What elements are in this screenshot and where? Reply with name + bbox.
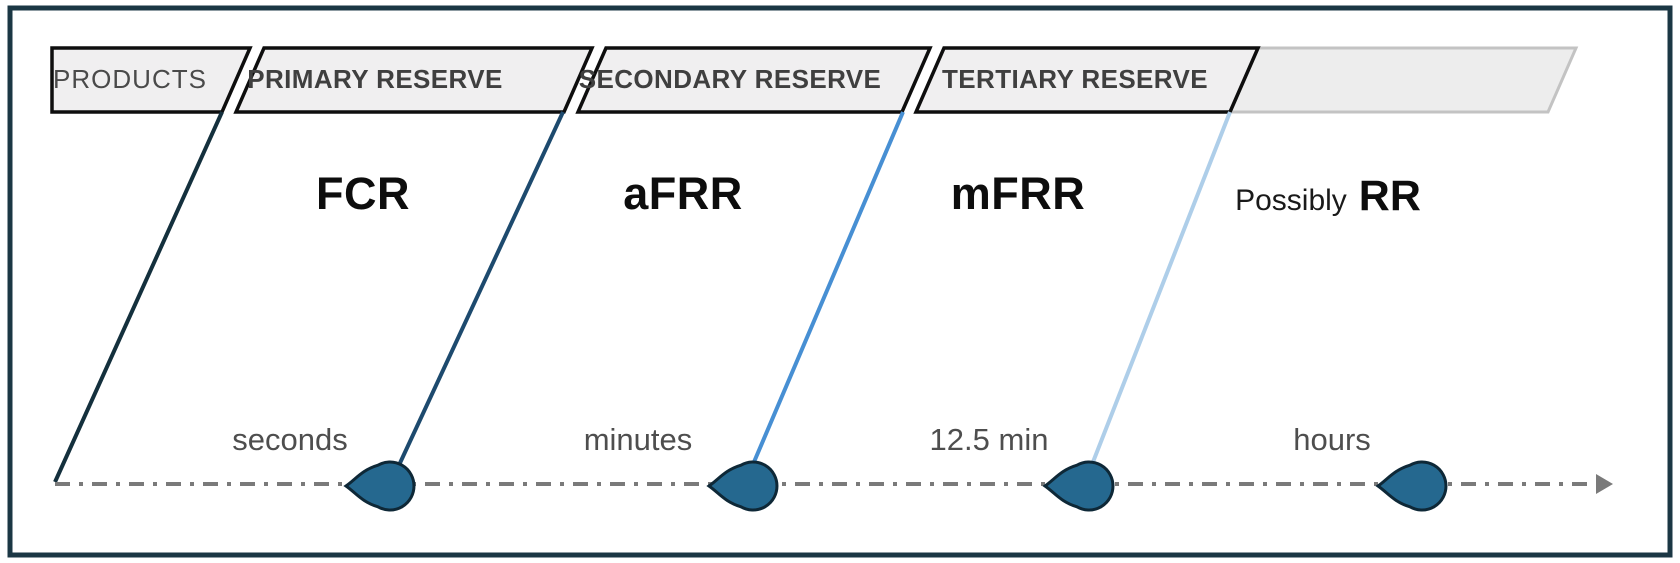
header-label-primary-reserve: PRIMARY RESERVE: [247, 64, 503, 94]
droplet-marker-hours-icon: [1375, 460, 1448, 512]
droplet-marker-seconds-icon: [343, 460, 416, 512]
droplet-marker-12-5-min-icon: [1042, 460, 1115, 512]
time-label-minutes: minutes: [583, 422, 693, 457]
header-tab-future-shape: [1227, 46, 1579, 114]
product-label-mfrr: mFRR: [950, 168, 1086, 219]
time-label-hours: hours: [1293, 422, 1371, 457]
product-label-possibly-rr: Possibly RR: [1235, 172, 1421, 221]
divider-line-afrr: [398, 111, 565, 464]
divider-line-rr: [1091, 111, 1232, 463]
product-label-fcr: FCR: [316, 168, 410, 219]
time-label-12-5-min: 12.5 min: [929, 422, 1049, 457]
header-label-tertiary-reserve: TERTIARY RESERVE: [942, 64, 1208, 94]
product-label-rr: RR: [1358, 172, 1421, 220]
droplet-marker-minutes-icon: [706, 460, 779, 512]
time-label-seconds: seconds: [232, 422, 348, 457]
divider-line-fcr: [53, 111, 224, 483]
timeline-arrowhead-icon: [1596, 474, 1613, 494]
header-label-secondary-reserve: SECONDARY RESERVE: [578, 64, 882, 94]
header-label-products: PRODUCTS: [53, 64, 207, 94]
divider-line-mfrr: [752, 111, 905, 463]
product-label-afrr: aFRR: [623, 168, 743, 219]
product-label-possibly-prefix: Possibly: [1235, 184, 1347, 217]
header-tab-primary-shape: [233, 46, 595, 114]
